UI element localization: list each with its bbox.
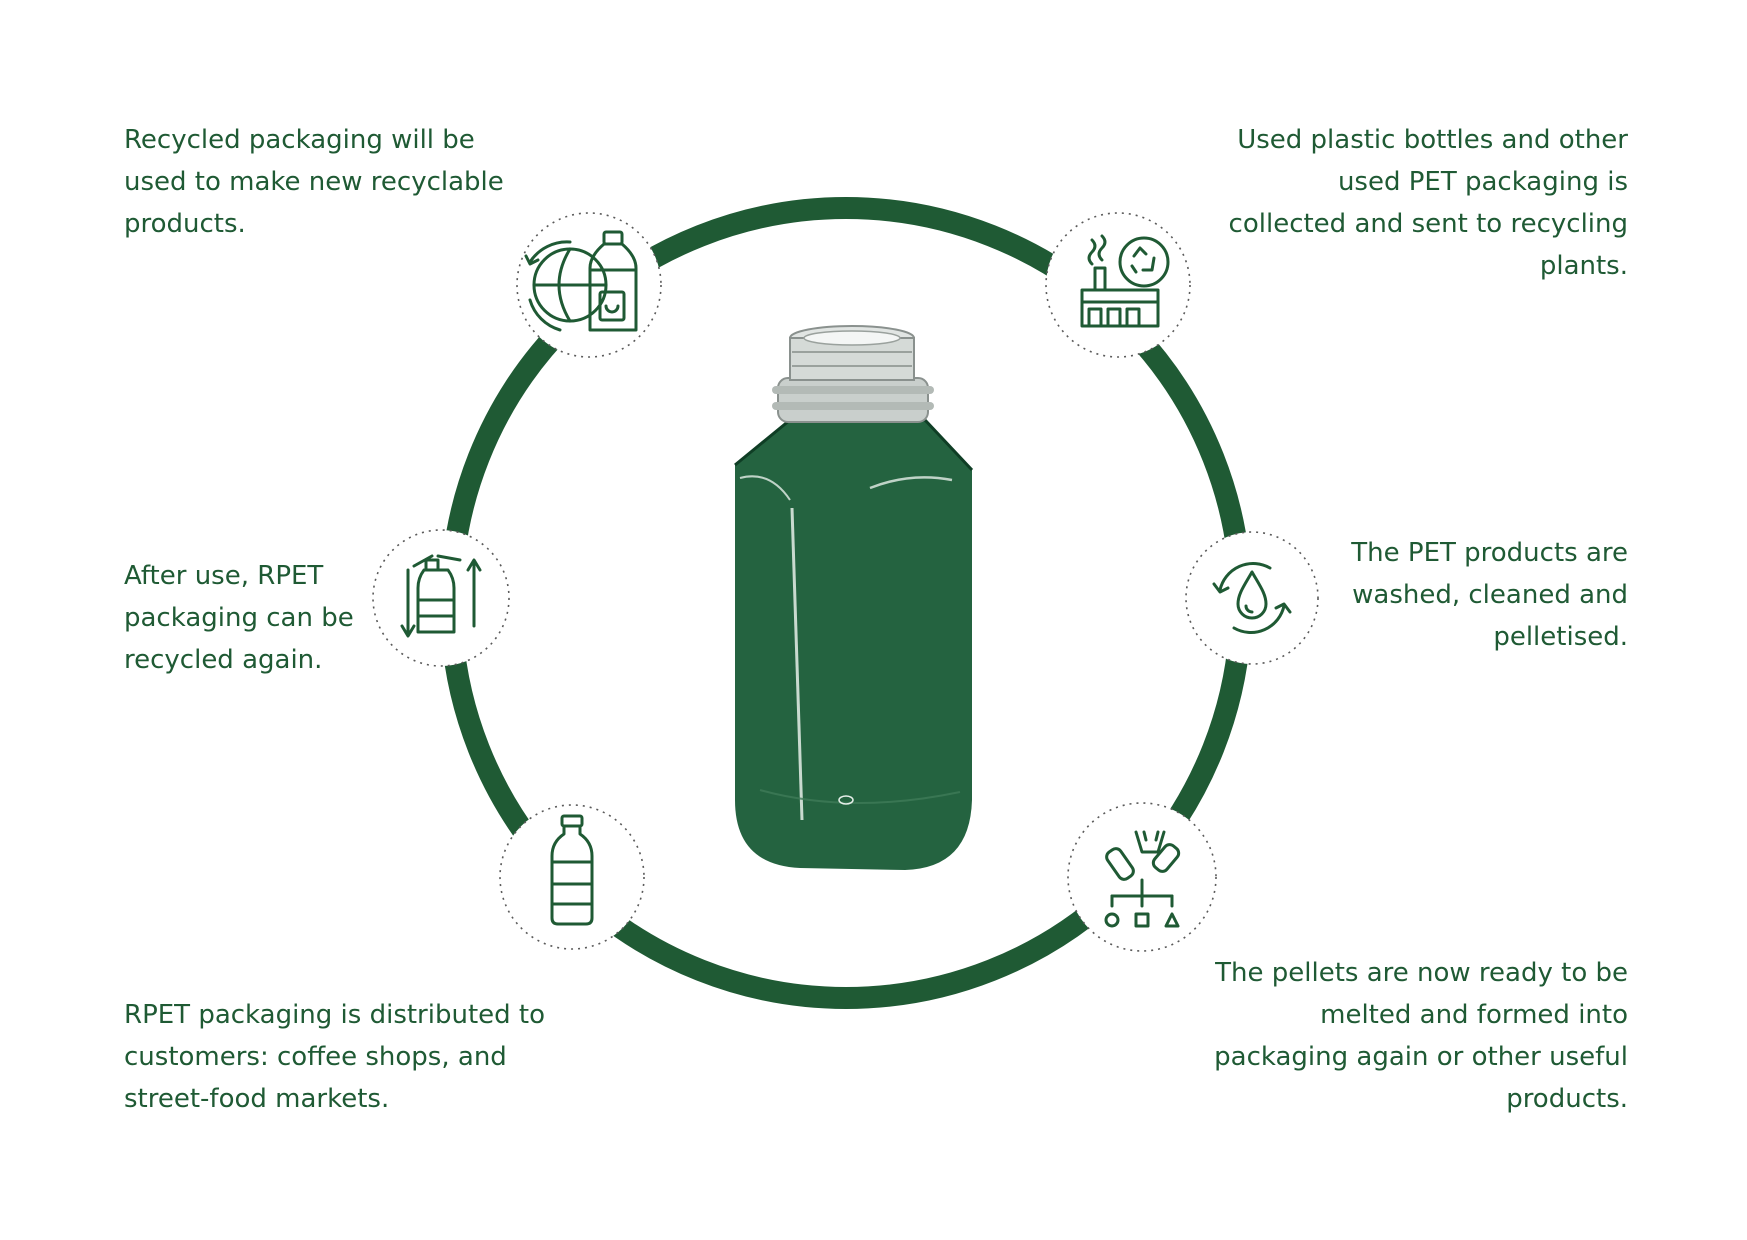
caption-new-products: Recycled packaging will be used to make … xyxy=(124,119,544,245)
step-node-pellets xyxy=(1068,803,1216,951)
caption-washing: The PET products are washed, cleaned and… xyxy=(1260,532,1628,658)
step-node-distribution xyxy=(500,805,644,949)
caption-distribution: RPET packaging is distributed to custome… xyxy=(124,994,584,1120)
caption-collection: Used plastic bottles and other used PET … xyxy=(1220,119,1628,287)
step-node-collection xyxy=(1046,213,1190,357)
pet-bottle-illustration xyxy=(735,326,972,870)
caption-pellets: The pellets are now ready to be melted a… xyxy=(1200,952,1628,1120)
caption-recycle-again: After use, RPET packaging can be recycle… xyxy=(124,555,424,681)
